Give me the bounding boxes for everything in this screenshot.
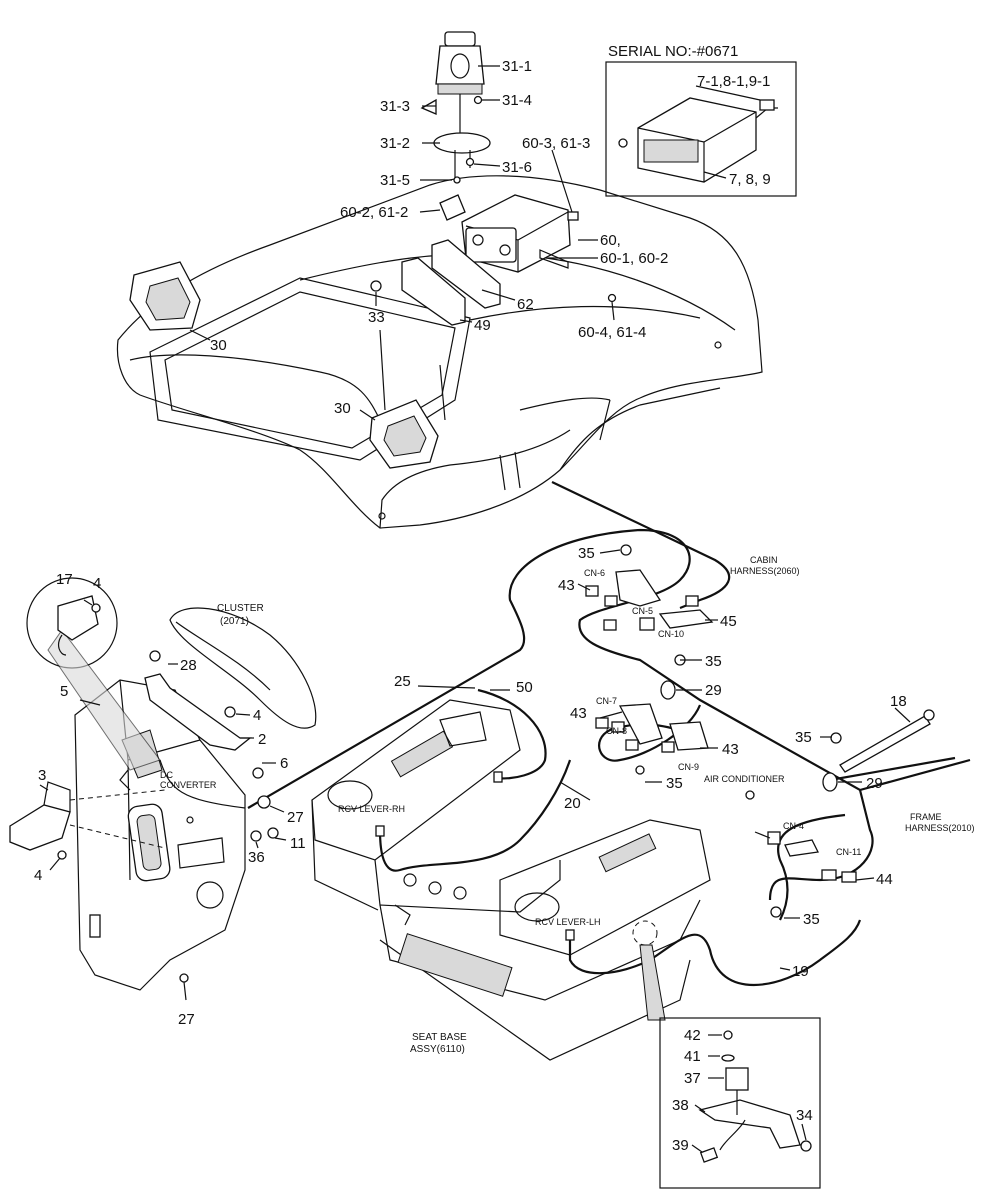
callout-33: 33 bbox=[368, 309, 385, 326]
cn-7: CN-7 bbox=[596, 696, 617, 706]
bracket-3 bbox=[9, 781, 166, 860]
callout-31-3: 31-3 bbox=[380, 98, 410, 115]
callout-34: 34 bbox=[796, 1107, 813, 1124]
callout-62: 62 bbox=[517, 296, 534, 313]
note-air-con: AIR CONDITIONER bbox=[704, 774, 785, 784]
center-connectors bbox=[595, 654, 709, 775]
dc-converter-bracket bbox=[144, 650, 264, 779]
harness-lines bbox=[247, 481, 971, 986]
callout-39: 39 bbox=[672, 1137, 689, 1154]
serial-inset bbox=[605, 61, 797, 197]
cn-9: CN-9 bbox=[678, 762, 699, 772]
callout-31-1: 31-1 bbox=[502, 58, 532, 75]
note-frame-2: HARNESS(2010) bbox=[905, 823, 975, 833]
callout-41: 41 bbox=[684, 1048, 701, 1065]
serial-label-top: 7-1,8-1,9-1 bbox=[697, 73, 770, 90]
note-cabin-2: HARNESS(2060) bbox=[730, 566, 800, 576]
leader-lines bbox=[39, 65, 911, 1153]
callout-11: 11 bbox=[290, 835, 306, 852]
callout-60-4: 60-4, 61-4 bbox=[578, 324, 646, 341]
callout-25: 25 bbox=[394, 673, 411, 690]
callout-31-4: 31-4 bbox=[502, 92, 532, 109]
callout-31-2: 31-2 bbox=[380, 135, 410, 152]
cluster bbox=[169, 607, 317, 729]
note-frame-1: FRAME bbox=[910, 812, 942, 822]
callout-44: 44 bbox=[876, 871, 893, 888]
cn-4: CN-4 bbox=[783, 821, 804, 831]
callout-2: 2 bbox=[258, 731, 266, 748]
callout-29-a: 29 bbox=[705, 682, 722, 699]
callout-3: 3 bbox=[38, 767, 46, 784]
callout-43-b: 43 bbox=[570, 705, 587, 722]
note-rcv-rh: RCV LEVER-RH bbox=[338, 804, 405, 814]
radio-unit bbox=[439, 194, 579, 273]
note-cluster: CLUSTER bbox=[217, 603, 264, 614]
text-layer: SERIAL NO:-#0671 7-1,8-1,9-1 7, 8, 9 CLU… bbox=[34, 43, 975, 1154]
callout-35-d: 35 bbox=[666, 775, 683, 792]
note-cluster-no: (2071) bbox=[220, 616, 249, 627]
callout-60-1: 60-1, 60-2 bbox=[600, 250, 668, 267]
callout-31-6: 31-6 bbox=[502, 159, 532, 176]
frame-connectors bbox=[767, 831, 857, 918]
cn-8: CN-8 bbox=[606, 726, 627, 736]
callout-5: 5 bbox=[60, 683, 68, 700]
callout-17: 17 bbox=[56, 571, 73, 588]
beacon-lamp bbox=[420, 31, 491, 184]
cab-roof bbox=[116, 175, 763, 529]
callout-18: 18 bbox=[890, 693, 907, 710]
callout-28: 28 bbox=[180, 657, 197, 674]
callout-43-c: 43 bbox=[722, 741, 739, 758]
seat-base-console bbox=[311, 699, 711, 1061]
callout-35-a: 35 bbox=[578, 545, 595, 562]
serial-label-bottom: 7, 8, 9 bbox=[729, 171, 771, 188]
callout-60-2: 60-2, 61-2 bbox=[340, 204, 408, 221]
note-seat-2: ASSY(6110) bbox=[410, 1044, 465, 1055]
callout-6: 6 bbox=[280, 755, 288, 772]
callout-4-a: 4 bbox=[93, 575, 101, 592]
cn-6: CN-6 bbox=[584, 568, 605, 578]
callout-29-b: 29 bbox=[866, 775, 883, 792]
callout-42: 42 bbox=[684, 1027, 701, 1044]
callout-60: 60, bbox=[600, 232, 621, 249]
note-seat-1: SEAT BASE bbox=[412, 1032, 467, 1043]
callout-36: 36 bbox=[248, 849, 265, 866]
cn-11: CN-11 bbox=[836, 847, 861, 857]
note-dc-2: CONVERTER bbox=[160, 780, 217, 790]
callout-4-c: 4 bbox=[34, 867, 42, 884]
cn-5: CN-5 bbox=[632, 606, 653, 616]
callout-19: 19 bbox=[792, 963, 809, 980]
rod-18 bbox=[745, 709, 935, 800]
callout-37: 37 bbox=[684, 1070, 701, 1087]
callout-43-a: 43 bbox=[558, 577, 575, 594]
callout-45: 45 bbox=[720, 613, 737, 630]
work-lamp-right bbox=[369, 399, 439, 469]
callout-27-b: 27 bbox=[178, 1011, 195, 1028]
cn-10: CN-10 bbox=[658, 629, 684, 639]
switch-bracket-inset bbox=[659, 1017, 821, 1189]
note-cabin-1: CABIN bbox=[750, 555, 778, 565]
callout-30-b: 30 bbox=[334, 400, 351, 417]
callout-4-b: 4 bbox=[253, 707, 261, 724]
serial-title: SERIAL NO:-#0671 bbox=[608, 43, 738, 60]
callout-60-3: 60-3, 61-3 bbox=[522, 135, 590, 152]
callout-31-5: 31-5 bbox=[380, 172, 410, 189]
callout-49: 49 bbox=[474, 317, 491, 334]
callout-38: 38 bbox=[672, 1097, 689, 1114]
callout-35-e: 35 bbox=[803, 911, 820, 928]
switch-17-inset bbox=[26, 577, 161, 771]
callout-50: 50 bbox=[516, 679, 533, 696]
callout-20: 20 bbox=[564, 795, 581, 812]
cabin-connectors bbox=[585, 544, 714, 631]
work-lamp-left bbox=[129, 261, 201, 331]
note-rcv-lh: RCV LEVER-LH bbox=[535, 917, 601, 927]
note-dc-1: DC bbox=[160, 770, 173, 780]
callout-30-a: 30 bbox=[210, 337, 227, 354]
callout-27-a: 27 bbox=[287, 809, 304, 826]
bracket-49-plate-62 bbox=[370, 239, 617, 326]
callout-35-b: 35 bbox=[705, 653, 722, 670]
callout-35-c: 35 bbox=[795, 729, 812, 746]
